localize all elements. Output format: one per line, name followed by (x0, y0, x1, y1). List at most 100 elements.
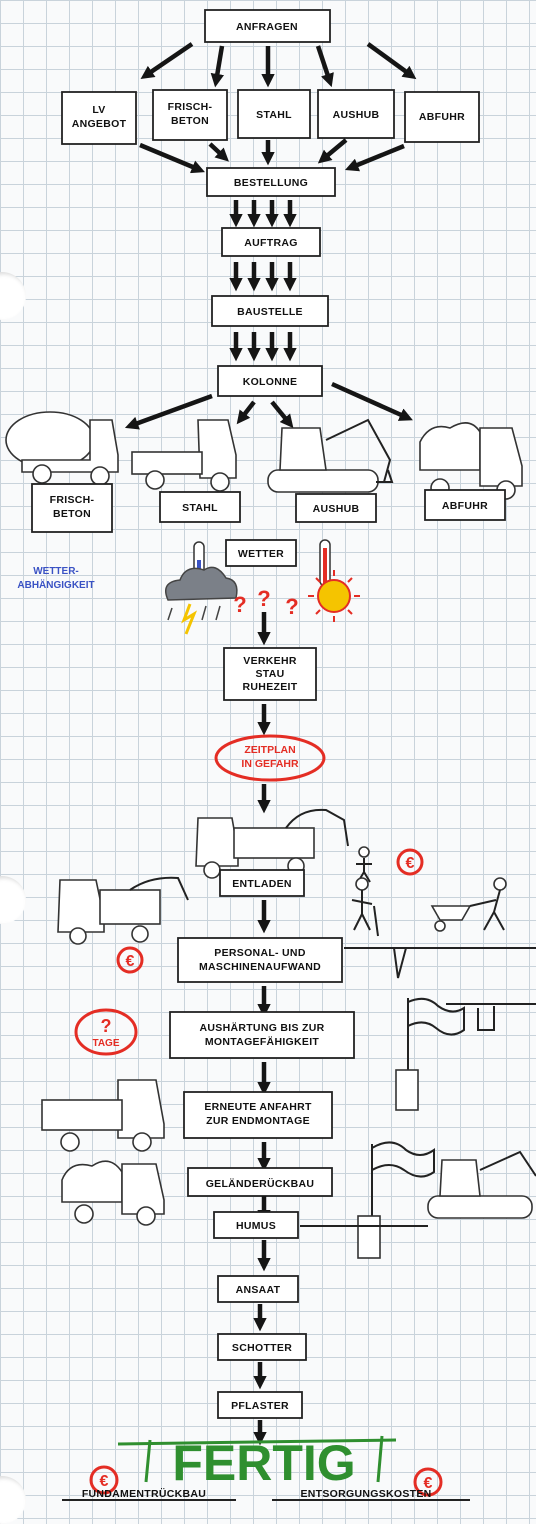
vehicle-label-aushub: AUSHUB (295, 493, 377, 523)
truck-with-crane-left (57, 876, 189, 945)
arrows-auftrag-to-baustelle (229, 262, 297, 292)
crane-truck (195, 808, 349, 879)
svg-text:STAU: STAU (255, 668, 284, 680)
svg-text:MONTAGEFÄHIGKEIT: MONTAGEFÄHIGKEIT (205, 1035, 320, 1048)
step-erneute-anfahrt: ERNEUTE ANFAHRT ZUR ENDMONTAGE (183, 1091, 333, 1139)
svg-text:?: ? (101, 1016, 112, 1036)
svg-text:STAHL: STAHL (256, 109, 292, 121)
bottom-item-fundamentrueckbau: FUNDAMENTRÜCKBAU (62, 1487, 236, 1501)
step-baustelle: BAUSTELLE (211, 295, 329, 327)
svg-text:ENTLADEN: ENTLADEN (232, 878, 292, 890)
step-gelaenderueckbau: GELÄNDERÜCKBAU (187, 1167, 333, 1197)
wheelbarrow-worker (430, 877, 507, 932)
thermometer-hot-icon (319, 539, 331, 587)
flatbed-truck (131, 419, 237, 492)
step-personal-maschinenaufwand: PERSONAL- UND MASCHINENAUFWAND (177, 937, 343, 983)
sun-icon (308, 570, 360, 622)
svg-text:€: € (126, 953, 135, 970)
top-item-abfuhr: ABFUHR (404, 91, 480, 143)
vehicle-label-abfuhr: ABFUHR (424, 489, 506, 521)
bottom-item-entsorgungskosten: ENTSORGUNGSKOSTEN (272, 1488, 470, 1501)
svg-text:VERKEHR: VERKEHR (243, 655, 297, 667)
svg-text:?: ? (257, 586, 270, 611)
vehicle-label-frischbeton: FRISCH- BETON (31, 483, 113, 533)
svg-text:ZUR ENDMONTAGE: ZUR ENDMONTAGE (206, 1115, 310, 1127)
svg-text:FRISCH-: FRISCH- (50, 494, 95, 506)
step-entladen: ENTLADEN (219, 869, 305, 897)
svg-text:BAUSTELLE: BAUSTELLE (237, 306, 303, 318)
arrows-bestellung-to-auftrag (229, 200, 297, 228)
svg-text:ZEITPLAN: ZEITPLAN (244, 744, 295, 756)
svg-text:PERSONAL- UND: PERSONAL- UND (214, 947, 306, 959)
step-aushaertung: AUSHÄRTUNG BIS ZUR MONTAGEFÄHIGKEIT (169, 1011, 355, 1059)
step-anfragen: ANFRAGEN (204, 9, 331, 43)
svg-text:SCHOTTER: SCHOTTER (232, 1342, 292, 1354)
shovel-worker (351, 877, 379, 937)
svg-text:TAGE: TAGE (92, 1038, 119, 1049)
excavator (267, 418, 394, 493)
svg-text:€: € (100, 1473, 109, 1490)
svg-text:ABFUHR: ABFUHR (442, 500, 488, 512)
svg-text:FERTIG: FERTIG (172, 1435, 355, 1491)
euro-cost-icon-4: € (413, 1467, 443, 1497)
question-marks: ? ? ? (233, 586, 298, 619)
svg-text:GELÄNDERÜCKBAU: GELÄNDERÜCKBAU (206, 1177, 315, 1190)
top-item-aushub: AUSHUB (317, 89, 395, 139)
svg-text:WETTER-: WETTER- (33, 566, 79, 577)
worker-stick-figure (356, 846, 372, 883)
step-humus: HUMUS (213, 1211, 299, 1239)
dump-truck-abfuhr (419, 422, 523, 500)
step-auftrag: AUFTRAG (221, 227, 321, 257)
svg-text:RUHEZEIT: RUHEZEIT (243, 681, 298, 693)
storm-cloud-icon (165, 566, 238, 635)
svg-text:LV: LV (92, 104, 105, 116)
svg-text:AUSHUB: AUSHUB (313, 503, 360, 515)
svg-text:IN GEFAHR: IN GEFAHR (241, 758, 299, 770)
svg-text:€: € (406, 855, 415, 872)
svg-text:ENTSORGUNGSKOSTEN: ENTSORGUNGSKOSTEN (300, 1488, 431, 1500)
svg-text:WETTER: WETTER (238, 548, 284, 560)
euro-cost-icon-1: € (396, 848, 424, 876)
step-verkehr-stau-ruhezeit: VERKEHR STAU RUHEZEIT (223, 647, 317, 701)
flatbed-truck-left (41, 1079, 165, 1152)
svg-text:ABHÄNGIGKEIT: ABHÄNGIGKEIT (17, 578, 94, 591)
step-schotter: SCHOTTER (217, 1333, 307, 1361)
svg-text:€: € (424, 1475, 433, 1492)
svg-text:AUFTRAG: AUFTRAG (244, 237, 297, 249)
fertig-banner: FERTIG (117, 1435, 397, 1491)
svg-text:AUSHÄRTUNG BIS ZUR: AUSHÄRTUNG BIS ZUR (200, 1021, 325, 1034)
top-item-lv-angebot: LV ANGEBOT (61, 91, 137, 145)
arrows-anfragen-to-items (140, 42, 417, 88)
step-pflaster: PFLASTER (217, 1391, 303, 1419)
svg-text:STAHL: STAHL (182, 502, 218, 514)
top-item-stahl: STAHL (237, 89, 311, 139)
step-ansaat: ANSAAT (217, 1275, 299, 1303)
euro-cost-icon-2: € (116, 946, 144, 974)
concrete-mixer-truck (5, 411, 119, 486)
flag-and-post-1 (395, 997, 536, 1111)
pole-in-ground (393, 947, 407, 979)
dump-truck-left (61, 1160, 165, 1226)
arrows-items-to-bestellung (139, 138, 405, 174)
arrows-kolonne-to-vehicles (124, 381, 413, 430)
svg-text:FUNDAMENTRÜCKBAU: FUNDAMENTRÜCKBAU (82, 1487, 206, 1500)
vehicle-label-stahl: STAHL (159, 491, 241, 523)
svg-text:HUMUS: HUMUS (236, 1220, 276, 1232)
svg-text:AUSHUB: AUSHUB (333, 109, 380, 121)
svg-text:ANSAAT: ANSAAT (236, 1284, 281, 1296)
svg-text:BETON: BETON (53, 508, 91, 520)
top-item-frischbeton: FRISCH- BETON (152, 89, 228, 141)
svg-text:PFLASTER: PFLASTER (231, 1400, 289, 1412)
svg-text:KOLONNE: KOLONNE (243, 376, 298, 388)
svg-text:MASCHINENAUFWAND: MASCHINENAUFWAND (199, 961, 321, 973)
svg-text:?: ? (285, 594, 298, 619)
svg-text:?: ? (233, 592, 246, 617)
wetter-abhaengigkeit-note: WETTER- ABHÄNGIGKEIT (17, 566, 94, 591)
svg-text:ANGEBOT: ANGEBOT (72, 118, 127, 130)
arrows-baustelle-to-kolonne (229, 332, 297, 362)
step-bestellung: BESTELLUNG (206, 167, 336, 197)
step-wetter: WETTER (225, 539, 297, 567)
euro-cost-icon-3: € (89, 1465, 119, 1495)
svg-text:ANFRAGEN: ANFRAGEN (236, 21, 298, 33)
